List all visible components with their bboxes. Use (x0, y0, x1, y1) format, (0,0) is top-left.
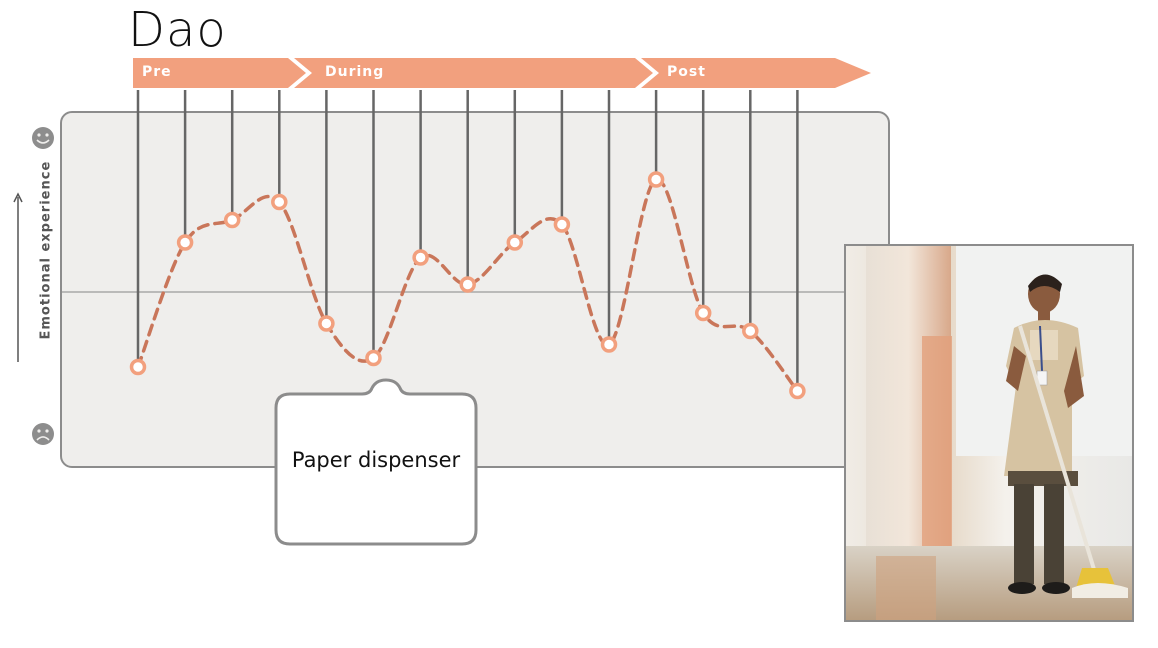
touchpoint-marker (600, 336, 618, 353)
y-axis-label: Emotional experience (38, 160, 54, 340)
happy-face-icon (32, 127, 54, 149)
touchpoint-marker (459, 276, 476, 293)
phase-label-during: During (325, 64, 385, 80)
phase-arrow-pre (133, 58, 306, 88)
emotion-curve (136, 177, 800, 393)
phase-label-post: Post (667, 64, 706, 80)
phase-arrow-post (641, 58, 871, 88)
touchpoint-marker (789, 382, 806, 400)
callout-box (274, 378, 478, 546)
touchpoint-marker (365, 349, 382, 367)
callout-label: Paper dispenser (291, 448, 461, 472)
touchpoint-marker (223, 211, 241, 229)
touchpoint-marker (694, 304, 712, 322)
touchpoint-marker (271, 193, 288, 211)
touchpoint-marker (129, 358, 147, 376)
phase-label-pre: Pre (142, 64, 172, 80)
cleaner-photo (844, 244, 1134, 622)
touchpoint-marker (742, 322, 759, 340)
page-title: Dao (128, 2, 227, 58)
touchpoint-marker (176, 234, 194, 251)
touchpoint-marker (647, 171, 665, 188)
touchpoint-marker (553, 216, 571, 233)
touchpoint-marker (318, 315, 335, 332)
arrow-up-icon (13, 192, 23, 362)
phase-arrow-during (294, 58, 653, 88)
touchpoint-marker (506, 234, 524, 251)
sad-face-icon (32, 423, 54, 445)
touchpoint-marker (412, 249, 429, 266)
